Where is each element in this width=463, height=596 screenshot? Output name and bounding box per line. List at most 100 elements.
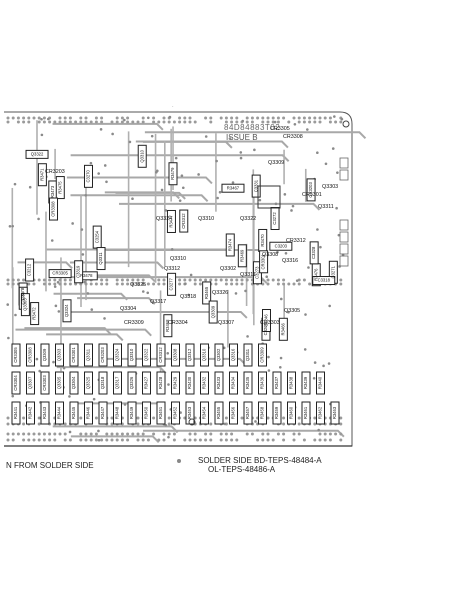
component-body — [48, 269, 72, 279]
pad — [266, 432, 270, 436]
component-label: R3476 — [313, 268, 318, 281]
pad — [334, 120, 338, 124]
pad — [63, 422, 67, 426]
via — [312, 376, 316, 380]
pad — [100, 278, 104, 282]
component-body — [37, 163, 47, 187]
via — [146, 291, 150, 295]
pad — [110, 416, 114, 420]
pad — [204, 116, 208, 120]
via — [84, 193, 88, 197]
pad — [282, 116, 286, 120]
via — [335, 206, 338, 210]
pad — [230, 278, 234, 282]
pad — [250, 120, 254, 124]
pad — [136, 416, 140, 420]
component-body — [11, 343, 21, 367]
component-body — [221, 183, 245, 193]
via — [316, 228, 319, 231]
pad — [188, 116, 192, 120]
via — [52, 360, 55, 364]
component-label: R3443 — [42, 406, 47, 419]
pad — [224, 120, 228, 124]
pad — [308, 120, 312, 124]
pad — [136, 282, 140, 286]
pad — [53, 120, 57, 124]
pad — [261, 438, 265, 442]
pad — [297, 116, 301, 120]
component-ref: CR3312 — [286, 238, 306, 244]
pad — [53, 432, 57, 436]
component-label: R3437 — [274, 376, 279, 389]
pad — [183, 120, 187, 124]
pad — [110, 438, 114, 442]
via — [265, 275, 269, 279]
via — [303, 348, 307, 351]
component-label: C3239 — [20, 291, 25, 304]
component-label: R3433 — [216, 376, 221, 389]
pad — [63, 120, 67, 124]
via — [279, 297, 283, 301]
via — [336, 171, 339, 174]
pad — [53, 278, 57, 282]
pad — [89, 438, 93, 442]
via — [103, 164, 107, 167]
pad — [110, 432, 114, 436]
pad — [136, 432, 140, 436]
component-label: Q3311 — [245, 348, 250, 361]
component-body — [171, 343, 180, 367]
pad — [100, 282, 104, 286]
component-label: Q3322 — [144, 348, 149, 361]
component-body — [309, 241, 319, 265]
component-label: R3444 — [57, 406, 62, 419]
pad — [27, 438, 31, 442]
pad — [94, 120, 98, 124]
pad — [37, 278, 41, 282]
component-ref: Q3303 — [322, 184, 338, 190]
component-body — [287, 401, 296, 425]
component-body — [229, 371, 238, 395]
pad — [6, 416, 10, 420]
pad — [339, 416, 343, 420]
pad — [141, 438, 145, 442]
pad — [162, 116, 166, 120]
pad — [266, 278, 270, 282]
via — [319, 245, 322, 249]
pad — [167, 422, 171, 426]
pad — [32, 116, 36, 120]
via — [174, 156, 178, 160]
pad — [141, 282, 145, 286]
via — [295, 279, 299, 282]
component-label: CR3305 — [52, 271, 68, 276]
pad — [84, 438, 88, 442]
pad — [58, 282, 62, 286]
component-label: R3479 — [170, 167, 175, 180]
pad — [157, 438, 161, 442]
pad — [172, 438, 176, 442]
pad — [42, 120, 46, 124]
trace — [52, 122, 164, 131]
component-body — [30, 302, 40, 326]
pad — [193, 438, 197, 442]
component-label: R3471 — [39, 168, 44, 181]
pad — [37, 432, 41, 436]
pad — [126, 438, 130, 442]
component-body — [137, 144, 147, 168]
component-label: Q3326 — [129, 376, 134, 389]
via — [53, 285, 57, 288]
pad — [162, 432, 166, 436]
component-body — [98, 343, 108, 367]
pad — [79, 432, 83, 436]
pad — [193, 432, 197, 436]
component-label: R3470 — [260, 234, 265, 247]
edge-connector-group — [339, 157, 349, 267]
component-label: Q3303 — [23, 298, 28, 311]
pad — [261, 120, 265, 124]
component-body — [330, 401, 340, 425]
component-body — [237, 244, 247, 268]
via — [14, 313, 17, 317]
pad — [22, 416, 26, 420]
trace — [46, 333, 124, 342]
component-label: R3457 — [245, 406, 250, 419]
